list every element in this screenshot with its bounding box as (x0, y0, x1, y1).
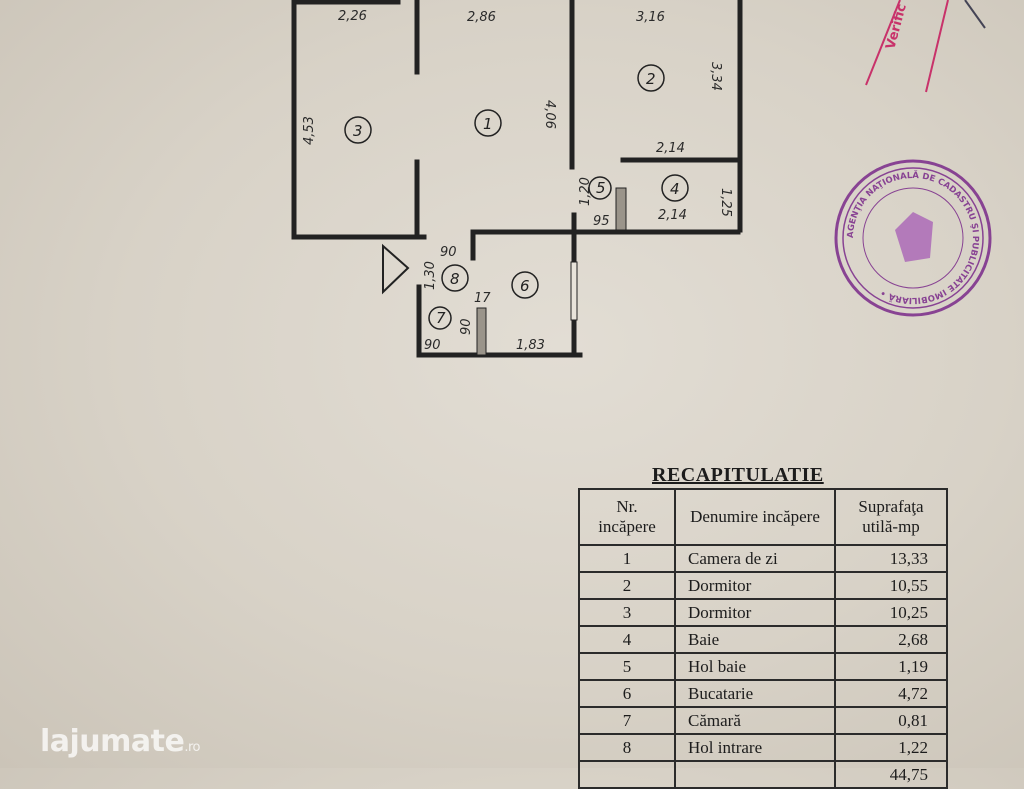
hatched-column (615, 187, 627, 231)
room-number-cell: 1 (578, 544, 676, 573)
room-number: 8 (450, 270, 460, 288)
room-number-cell: 2 (578, 571, 676, 600)
dim: 3,16 (636, 10, 665, 25)
wall-room2 (620, 0, 743, 233)
dim: 2,26 (338, 9, 367, 24)
dim: 1,30 (423, 261, 438, 290)
room-number-cell: 8 (578, 733, 676, 762)
room-number: 4 (670, 180, 680, 198)
room-area-cell: 2,68 (834, 625, 948, 654)
room-number-cell (578, 760, 676, 789)
window (570, 261, 578, 321)
room-name-cell: Camera de zi (674, 544, 836, 573)
wall-room4-bottom (470, 229, 741, 261)
room-number-cell: 5 (578, 652, 676, 681)
wall-kitchen-bottom (416, 284, 583, 358)
watermark-tld: .ro (184, 740, 201, 755)
room-area-cell: 10,55 (834, 571, 948, 600)
dim: 90 (459, 318, 474, 335)
room-area-cell: 10,25 (834, 598, 948, 627)
room-area-cell: 44,75 (834, 760, 948, 789)
dim: 1,25 (718, 188, 733, 217)
room-number-cell: 4 (578, 625, 676, 654)
verification-stamp (865, 0, 986, 93)
room-number-cell: 6 (578, 679, 676, 708)
wall-room3 (291, 0, 427, 240)
entrance-arrow-icon (382, 243, 410, 295)
walls (291, 0, 743, 358)
watermark-brand: lajumate (40, 724, 185, 759)
verification-text: Verific (883, 2, 909, 51)
table-header: Nr. incăpere Denumire incăpere Suprafaţa… (578, 488, 948, 546)
room-area-cell: 0,81 (834, 706, 948, 735)
room-name-cell: Cămară (674, 706, 836, 735)
header-nr: Nr. incăpere (578, 488, 676, 546)
room-name-cell: Bucatarie (674, 679, 836, 708)
room-name-cell: Dormitor (674, 598, 836, 627)
dim: 4,06 (542, 100, 557, 129)
room-name-cell: Baie (674, 625, 836, 654)
room-name-cell: Dormitor (674, 571, 836, 600)
room-number: 2 (646, 70, 656, 88)
dim: 4,53 (302, 116, 317, 145)
room-name-cell (674, 760, 836, 789)
dim: 95 (593, 214, 610, 229)
room-number: 3 (353, 122, 363, 140)
header-area: Suprafaţa utilă-mp (834, 488, 948, 546)
room-name-cell: Hol baie (674, 652, 836, 681)
room-number-cell: 3 (578, 598, 676, 627)
room-number: 6 (520, 277, 530, 295)
room-name-cell: Hol intrare (674, 733, 836, 762)
cadastre-seal: AGENŢIA NAŢIONALĂ DE CADASTRU ŞI PUBLICI… (834, 159, 992, 317)
room-area-cell: 1,19 (834, 652, 948, 681)
dim: 2,14 (658, 208, 687, 223)
hatched-column (476, 307, 487, 356)
header-name: Denumire incăpere (674, 488, 836, 546)
room-markers (344, 64, 689, 330)
dim: 3,34 (708, 62, 723, 91)
dim: 90 (424, 338, 441, 353)
dim: 90 (440, 245, 457, 260)
room-number-cell: 7 (578, 706, 676, 735)
dim: 2,86 (467, 10, 496, 25)
floor-plan: 2,26 2,86 3,16 4,53 4,06 3,34 2,14 2,14 … (291, 0, 992, 358)
recap-table: Nr. incăpere Denumire incăpere Suprafaţa… (578, 488, 948, 789)
recap-title: RECAPITULATIE (652, 464, 824, 486)
room-area-cell: 13,33 (834, 544, 948, 573)
table-row: 44,75 (578, 760, 948, 789)
room-number: 1 (483, 115, 493, 133)
room-area-cell: 1,22 (834, 733, 948, 762)
room-number: 7 (436, 309, 446, 327)
room-number: 5 (596, 179, 606, 197)
room-area-cell: 4,72 (834, 679, 948, 708)
lajumate-watermark: lajumate.ro (40, 724, 201, 759)
dim: 17 (474, 291, 491, 306)
dim: 1,83 (516, 338, 545, 353)
dim: 2,14 (656, 141, 685, 156)
